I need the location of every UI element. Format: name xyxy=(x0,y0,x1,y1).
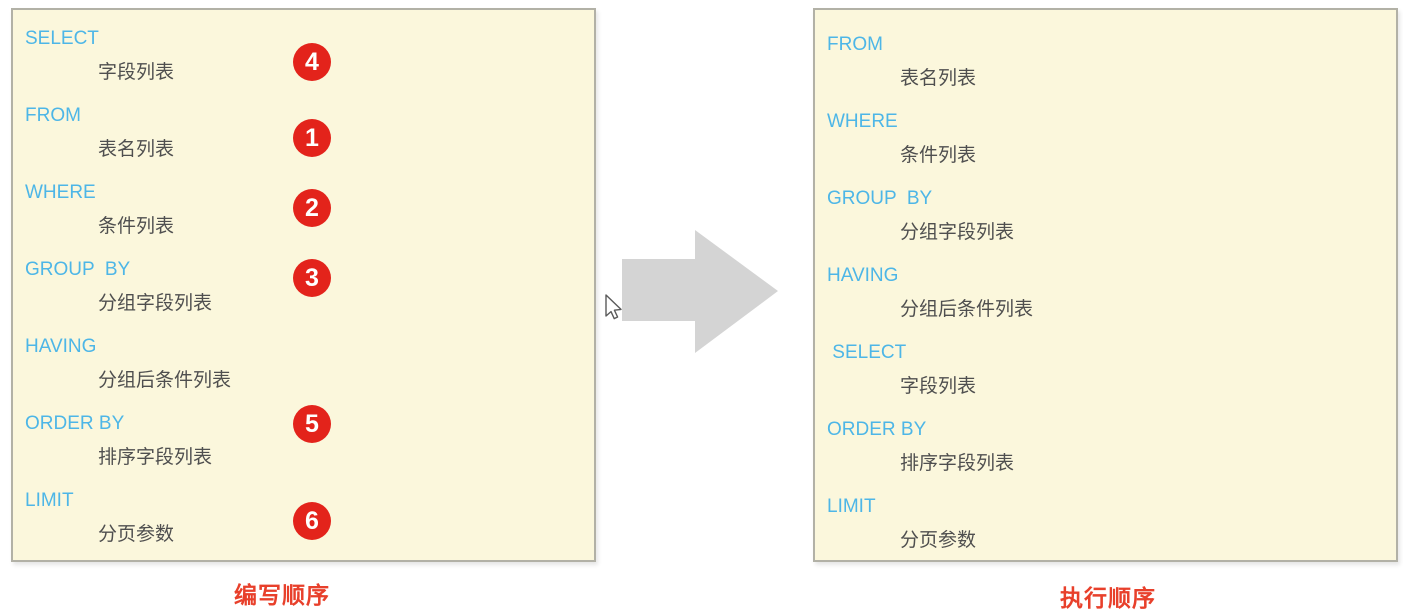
clause-group-by: GROUP BY 分组字段列表 xyxy=(827,187,1396,246)
sql-keyword: HAVING xyxy=(25,336,97,357)
clause-order-by: ORDER BY 排序字段列表 xyxy=(827,418,1396,477)
clause-operand: 表名列表 xyxy=(98,139,175,160)
order-badge: 3 xyxy=(293,259,331,297)
clause-group-by: GROUP BY 分组字段列表 3 xyxy=(25,258,594,317)
sql-keyword: SELECT xyxy=(827,342,907,363)
sql-keyword: GROUP BY xyxy=(827,188,933,209)
execution-order-panel: FROM 表名列表 WHERE 条件列表 GROUP BY 分组字段列表 HAV… xyxy=(813,8,1398,562)
sql-keyword: ORDER BY xyxy=(827,419,927,440)
sql-keyword: HAVING xyxy=(827,265,899,286)
mouse-cursor-icon xyxy=(604,294,626,324)
order-badge: 2 xyxy=(293,189,331,227)
clause-having: HAVING 分组后条件列表 xyxy=(827,264,1396,323)
clause-operand: 字段列表 xyxy=(98,62,175,83)
sql-keyword: ORDER BY xyxy=(25,413,125,434)
sql-keyword: FROM xyxy=(25,105,81,126)
order-badge: 4 xyxy=(293,43,331,81)
clause-operand: 分组后条件列表 xyxy=(900,299,1034,320)
clause-operand: 分页参数 xyxy=(900,530,977,551)
clause-limit: LIMIT 分页参数 xyxy=(827,495,1396,554)
sql-keyword: WHERE xyxy=(827,111,898,132)
clause-select: SELECT 字段列表 4 xyxy=(25,27,594,86)
clause-operand: 条件列表 xyxy=(98,216,175,237)
clause-operand: 表名列表 xyxy=(900,68,977,89)
writing-order-list: SELECT 字段列表 4 FROM 表名列表 1 WHERE 条件列表 2 G… xyxy=(13,10,594,560)
sql-keyword: LIMIT xyxy=(25,490,74,511)
sql-keyword: SELECT xyxy=(25,28,99,49)
clause-having: HAVING 分组后条件列表 xyxy=(25,335,594,394)
order-badge: 5 xyxy=(293,405,331,443)
sql-keyword: GROUP BY xyxy=(25,259,131,280)
clause-limit: LIMIT 分页参数 6 xyxy=(25,489,594,548)
sql-keyword: WHERE xyxy=(25,182,96,203)
clause-operand: 条件列表 xyxy=(900,145,977,166)
clause-where: WHERE 条件列表 xyxy=(827,110,1396,169)
clause-operand: 排序字段列表 xyxy=(98,447,213,468)
clause-operand: 分组后条件列表 xyxy=(98,370,232,391)
clause-from: FROM 表名列表 xyxy=(827,33,1396,92)
order-badge: 6 xyxy=(293,502,331,540)
sql-keyword: LIMIT xyxy=(827,496,876,517)
writing-order-caption: 编写顺序 xyxy=(234,582,330,608)
clause-operand: 字段列表 xyxy=(900,376,977,397)
sql-keyword: FROM xyxy=(827,34,883,55)
clause-operand: 分组字段列表 xyxy=(98,293,213,314)
clause-operand: 排序字段列表 xyxy=(900,453,1015,474)
clause-operand: 分组字段列表 xyxy=(900,222,1015,243)
writing-order-panel: SELECT 字段列表 4 FROM 表名列表 1 WHERE 条件列表 2 G… xyxy=(11,8,596,562)
order-badge: 1 xyxy=(293,119,331,157)
clause-operand: 分页参数 xyxy=(98,524,175,545)
execution-order-caption: 执行顺序 xyxy=(1060,585,1156,610)
right-arrow-icon xyxy=(622,230,778,353)
clause-where: WHERE 条件列表 2 xyxy=(25,181,594,240)
execution-order-list: FROM 表名列表 WHERE 条件列表 GROUP BY 分组字段列表 HAV… xyxy=(815,10,1396,560)
clause-select: SELECT 字段列表 xyxy=(827,341,1396,400)
clause-order-by: ORDER BY 排序字段列表 5 xyxy=(25,405,594,471)
clause-from: FROM 表名列表 1 xyxy=(25,104,594,163)
